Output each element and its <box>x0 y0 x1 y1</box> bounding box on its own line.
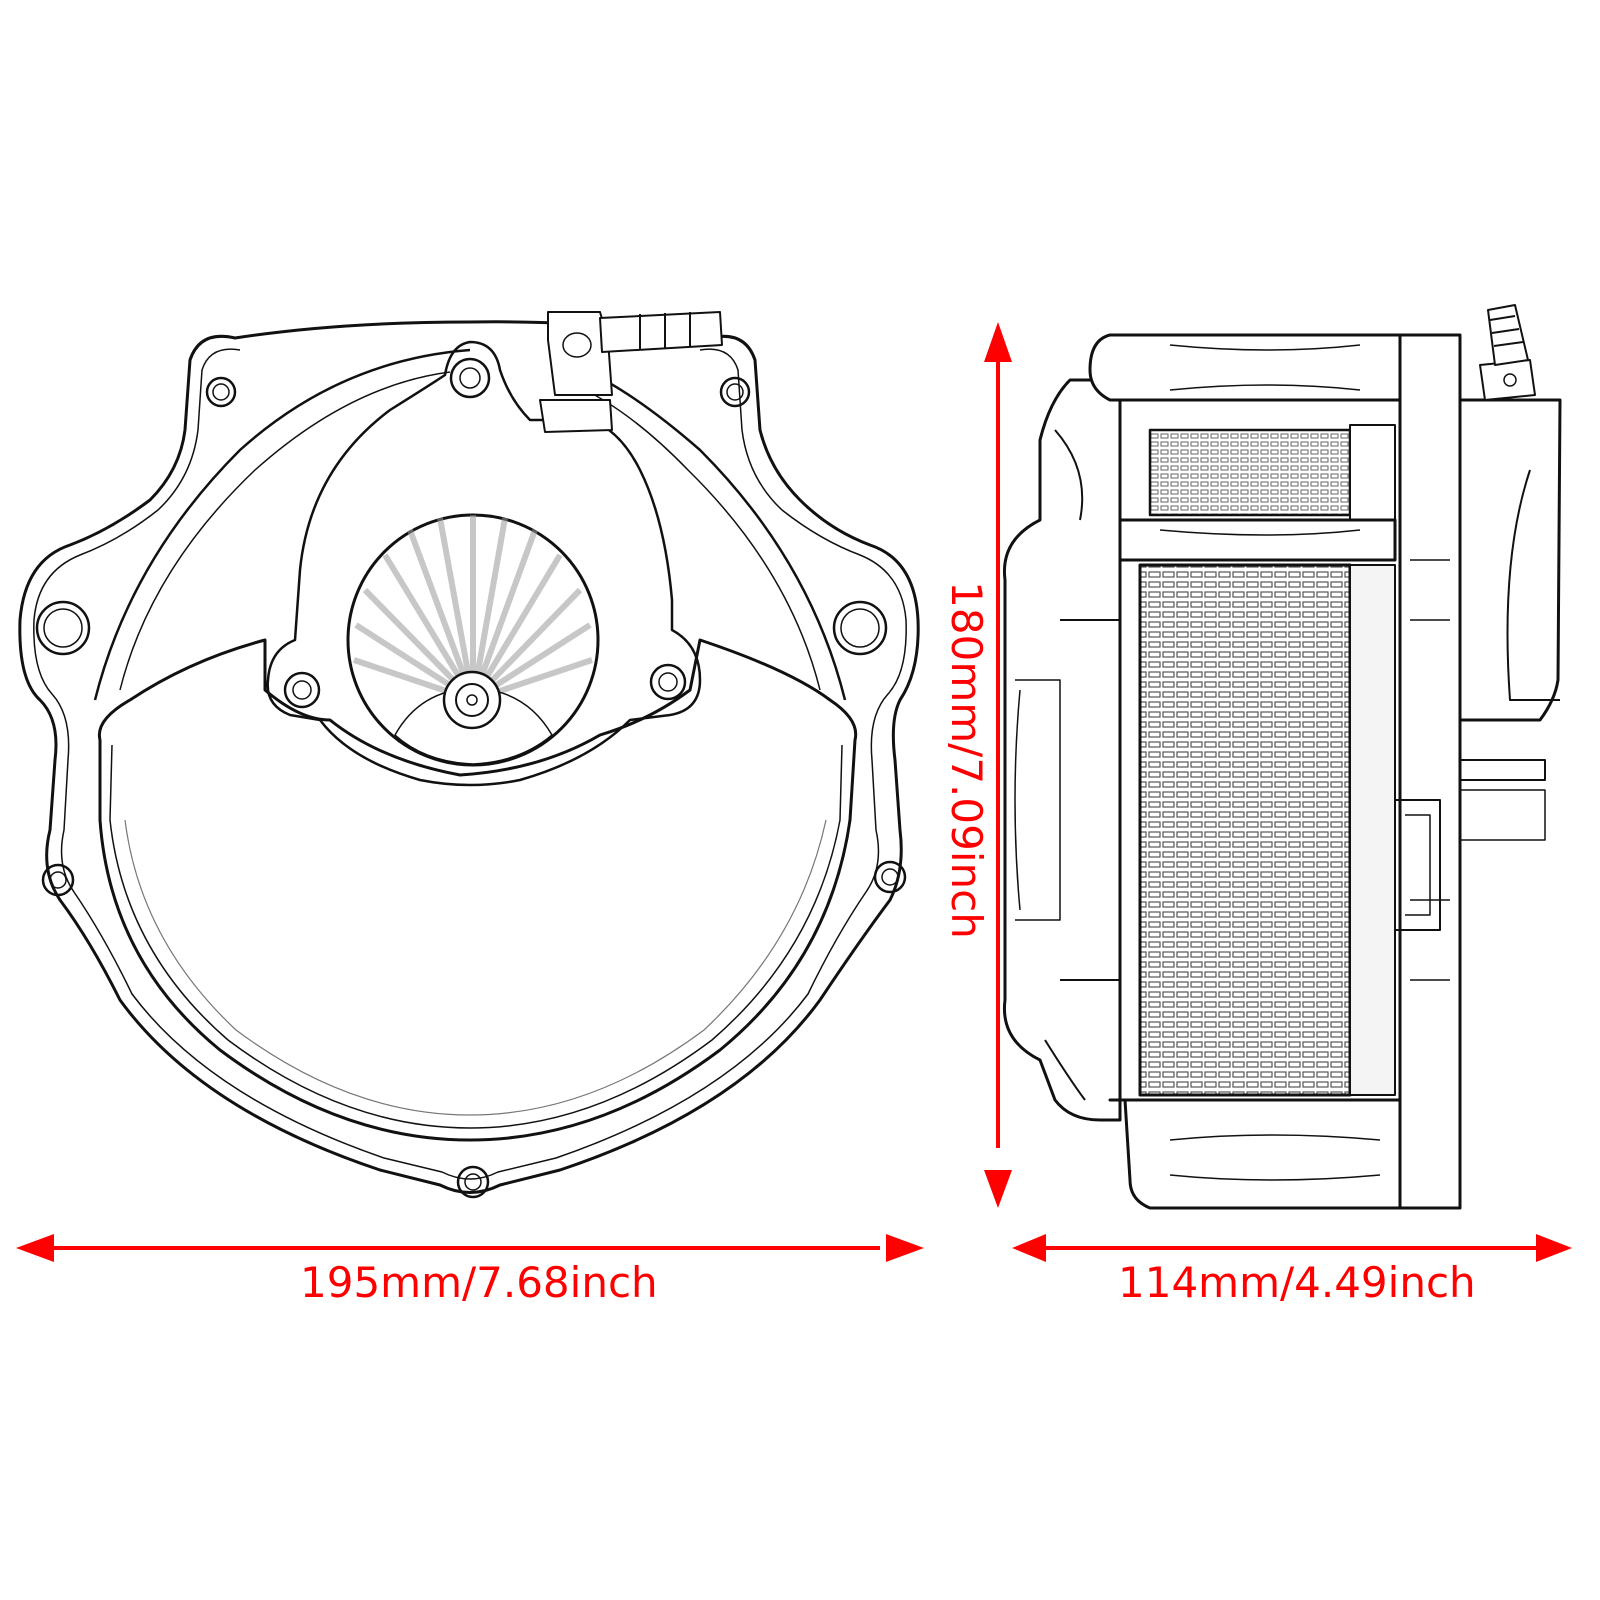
front-mounting-holes <box>35 376 907 1199</box>
front-clamp-bolt-left <box>283 671 321 709</box>
side-breather-housing <box>1458 398 1562 722</box>
front-flange-inner-outline <box>33 348 907 1180</box>
front-width-label: 195mm/7.68inch <box>300 1258 658 1307</box>
arrowhead-left-icon <box>1012 1234 1046 1262</box>
front-width-arrow <box>16 1234 924 1262</box>
side-width-arrow <box>1012 1234 1572 1262</box>
front-center-bolt <box>442 670 502 730</box>
front-breather-fitting <box>539 311 723 433</box>
front-top-bolt <box>449 357 491 399</box>
side-top-cap <box>1088 333 1422 402</box>
front-clamp-plate <box>266 340 702 787</box>
arrowhead-right-icon <box>1536 1234 1572 1262</box>
front-clamp-bolt-right <box>649 663 687 701</box>
front-view-drawing <box>18 311 920 1199</box>
side-breather-nipple <box>1479 304 1536 401</box>
side-bottom-cap <box>1108 1098 1422 1210</box>
side-main-filter <box>1138 563 1352 1097</box>
side-right-frame <box>1398 333 1462 1210</box>
front-dish-outline <box>97 638 858 1142</box>
arrowhead-up-icon <box>984 322 1012 362</box>
arrowhead-down-icon <box>984 1170 1012 1208</box>
height-arrow <box>984 322 1012 1208</box>
front-flange-outline <box>18 320 920 1194</box>
dimension-lines <box>16 322 1572 1262</box>
arrowhead-right-icon <box>886 1234 924 1262</box>
arrowhead-left-icon <box>16 1234 54 1262</box>
height-label: 180mm/7.09inch <box>942 581 991 939</box>
side-view-drawing <box>1002 304 1562 1210</box>
side-backing-plate <box>1002 378 1122 1122</box>
side-upper-filter <box>1148 428 1352 517</box>
side-width-label: 114mm/4.49inch <box>1118 1258 1476 1307</box>
